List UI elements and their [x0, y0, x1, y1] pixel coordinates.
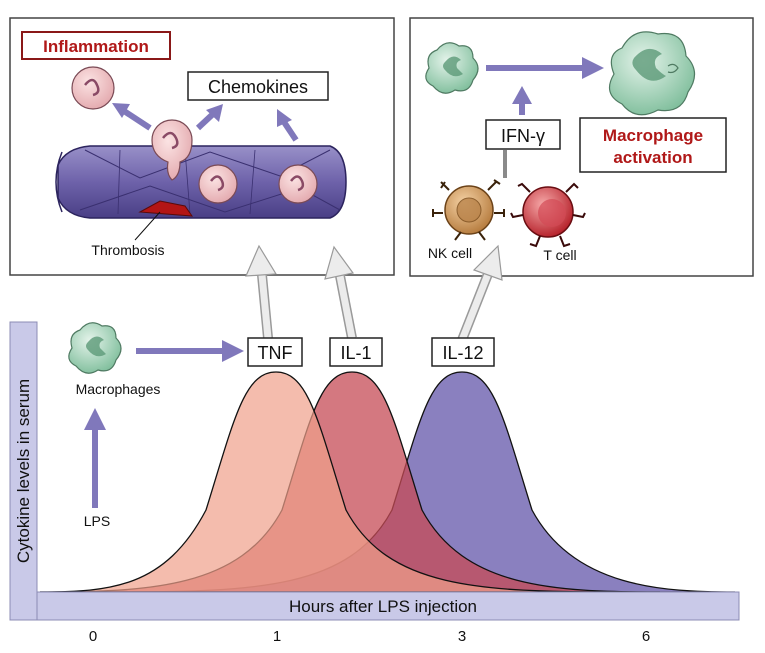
neutrophil-cell: [278, 164, 318, 204]
macrophages-label: Macrophages: [76, 381, 161, 397]
il12-to-nk-cell-arrow: [457, 244, 503, 342]
nk-cell-label: NK cell: [428, 245, 472, 261]
nk-cell: [432, 179, 505, 241]
x-tick-3: 3: [458, 628, 466, 645]
il12-box: [431, 337, 495, 367]
ifn-gamma-box: [485, 119, 561, 150]
il1-box: [329, 337, 383, 367]
chemokine-arrow: [195, 104, 223, 131]
ifn-gamma-label: IFN-γ: [501, 126, 545, 146]
tnf-box: [247, 337, 303, 367]
x-axis-ticks: 0 1 3 6: [89, 628, 650, 645]
chemokine-arrow: [277, 109, 299, 142]
y-axis-label: Cytokine levels in serum: [14, 379, 33, 563]
x-tick-6: 6: [642, 628, 650, 645]
macrophage-activation-panel: Macrophage activation IFN-γ NK cell T ce…: [409, 17, 754, 277]
inflammation-title: Inflammation: [43, 37, 149, 56]
thrombosis-label: Thrombosis: [91, 242, 164, 258]
lps-label: LPS: [84, 513, 110, 529]
neutrophil-cell: [71, 66, 115, 110]
inflammation-panel: Inflammation Thrombosis: [9, 17, 395, 276]
ifn-gamma-arrow: [512, 86, 532, 115]
tnf-label: TNF: [258, 343, 293, 363]
macrophage-activation-title-line2: activation: [613, 148, 692, 167]
macrophage-cell: [68, 322, 122, 374]
thrombosis-pointer: [134, 211, 161, 241]
resting-macrophage-cell: [425, 42, 479, 94]
chemokines-box: [187, 71, 329, 101]
t-cell-label: T cell: [543, 247, 576, 263]
macrophage-activation-title-box: [579, 117, 727, 173]
il12-label: IL-12: [442, 343, 483, 363]
x-axis-band: [36, 591, 740, 621]
neutrophil-cell: [198, 164, 238, 204]
chemokine-arrow: [112, 103, 152, 131]
macrophage-to-tnf-arrow: [136, 340, 244, 362]
lps-arrow: [84, 408, 106, 508]
x-tick-1: 1: [273, 628, 281, 645]
neutrophil-cell: [151, 119, 193, 181]
chemokines-label: Chemokines: [208, 77, 308, 97]
il1-to-inflammation-arrow: [324, 245, 357, 339]
x-tick-0: 0: [89, 628, 97, 645]
inflammation-title-box: [21, 31, 171, 60]
tnf-curve: [39, 371, 621, 593]
y-axis-band: [9, 321, 38, 621]
macrophage-activation-arrow: [486, 57, 604, 79]
x-axis-label: Hours after LPS injection: [289, 597, 477, 616]
t-cell: [510, 182, 586, 248]
il1-label: IL-1: [340, 343, 371, 363]
activated-macrophage-cell: [608, 31, 696, 116]
tnf-to-inflammation-arrow: [245, 244, 278, 339]
macrophage-activation-title-line1: Macrophage: [603, 126, 703, 145]
